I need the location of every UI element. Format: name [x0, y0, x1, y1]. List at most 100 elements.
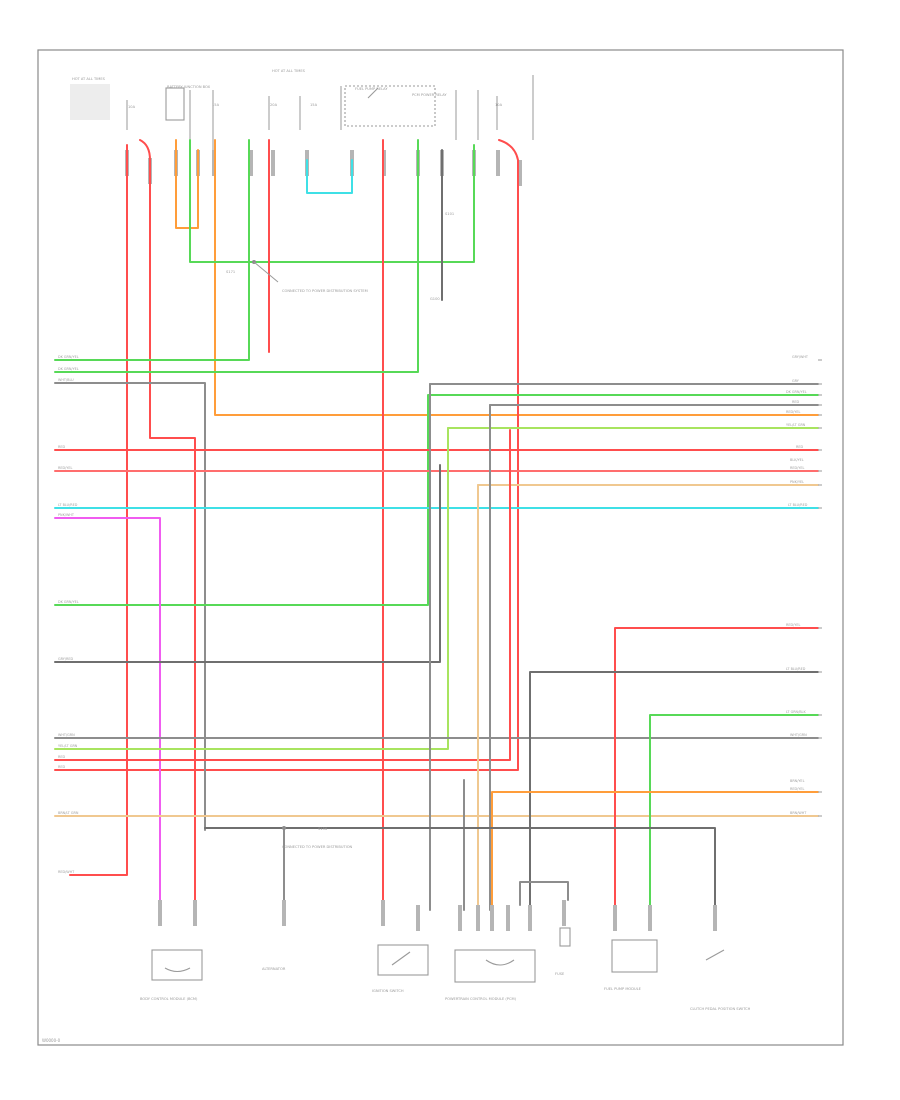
top-connector	[518, 160, 522, 186]
left-wire-label: BRN/LT GRN	[58, 811, 79, 815]
wire-ltgrn-blk	[649, 714, 819, 911]
fuse-2-label: 15A	[212, 103, 220, 107]
splice-s101-label: S101	[445, 212, 454, 216]
wire-brn-white	[204, 827, 716, 911]
splice-s171-leader	[253, 261, 279, 283]
fuse-4-label: 10A	[495, 103, 503, 107]
left-wire-label: PNK/WHT	[58, 513, 75, 517]
fuse-3-label: 20A	[270, 103, 278, 107]
left-wire-label: YEL/LT GRN	[58, 744, 78, 748]
wire-white-blue	[54, 382, 206, 831]
fuel-pump-box	[611, 939, 658, 973]
wire-dkgrn-yel-long	[54, 394, 819, 606]
wire-red-yel-lower	[491, 791, 819, 911]
right-wire-label: LT GRN/BLK	[786, 710, 806, 714]
wire-ltblu-red-right	[529, 671, 819, 911]
fuse-label: FUSE	[555, 972, 565, 976]
left-wire-label: DK GRN/YEL	[58, 600, 79, 604]
right-wire-label: BRN/WHT	[790, 811, 807, 815]
right-wire-label: RED	[792, 400, 799, 404]
bottom-connectors	[158, 900, 717, 931]
bcm-symbol	[164, 967, 191, 973]
fuse-symbol	[559, 927, 571, 947]
ground-g100-label: G100	[430, 297, 440, 301]
clutch-switch-contact	[705, 949, 725, 961]
wire-red-yel-right	[614, 627, 819, 911]
fuse-block-symbol	[165, 87, 185, 121]
top-connector	[249, 150, 253, 176]
battery-junction-box-label: BATTERY JUNCTION BOX	[167, 85, 211, 89]
pcm-symbol	[485, 959, 515, 966]
wire-green-left-2	[54, 139, 419, 373]
right-wire-label: RED/YEL	[790, 787, 804, 791]
wires-top	[54, 139, 819, 911]
hot-at-all-times-center-label: HOT AT ALL TIMES	[272, 69, 306, 73]
right-wire-label: LT BLU/RED	[788, 503, 808, 507]
footer-code: W0000-0	[42, 1038, 61, 1043]
pcm-power-relay-label: PCM POWER RELAY	[412, 93, 447, 97]
left-wire-label: RED/YEL	[58, 466, 72, 470]
wire-red-white	[69, 144, 128, 876]
top-connector	[271, 150, 275, 176]
splice-s171-label: S171	[226, 270, 235, 274]
ignition-switch-contact	[391, 951, 411, 966]
fuel-pump-label: FUEL PUMP MODULE	[604, 987, 642, 991]
left-wire-label: RED	[58, 445, 65, 449]
right-wire-label: BLK/YEL	[790, 458, 804, 462]
left-wire-label: DK GRN/YEL	[58, 367, 79, 371]
left-wire-label: RED	[58, 755, 65, 759]
wire-red-to-pcm	[54, 429, 511, 761]
top-connector	[496, 150, 500, 176]
fuel-pump-relay-label: FUEL PUMP RELAY	[355, 87, 388, 91]
left-wire-label: LT BLU/RED	[58, 503, 78, 507]
right-wire-label: WHT/GRN	[790, 733, 807, 737]
ignition-switch-box	[377, 944, 429, 976]
bottom-components: BODY CONTROL MODULE (BCM) ALTERNATOR IGN…	[140, 881, 751, 1011]
pcm-box	[454, 949, 536, 983]
bcm-box	[151, 949, 203, 981]
wire-red-long	[54, 139, 519, 771]
wires-upper-horizontals	[54, 382, 819, 901]
fuse-link-wire	[519, 881, 569, 906]
relay-switch	[367, 87, 379, 99]
wire-orange-loop	[175, 139, 199, 229]
alternator-label: ALTERNATOR	[262, 967, 286, 971]
relay-housing	[344, 85, 436, 127]
fuse-5-label: 15A	[310, 103, 318, 107]
wire-gray-red	[54, 464, 441, 663]
wire-green-left	[54, 139, 250, 361]
right-wire-label: DK GRN/YEL	[786, 390, 807, 394]
wire-pink-white	[54, 517, 161, 901]
fuse-1-label: 10A	[128, 105, 136, 109]
ignition-switch-label: IGNITION SWITCH	[372, 989, 404, 993]
bcm-label: BODY CONTROL MODULE (BCM)	[140, 997, 198, 1001]
ground-note: CONNECTED TO POWER DISTRIBUTION SYSTEM	[282, 289, 368, 293]
right-wire-label: LT BLU/RED	[786, 667, 806, 671]
wire-orange-horizontal	[214, 139, 819, 416]
pcm-label: POWERTRAIN CONTROL MODULE (PCM)	[445, 997, 517, 1001]
left-wire-label: RED	[58, 765, 65, 769]
right-wire-label: YEL/LT GRN	[786, 423, 806, 427]
right-edge-markers	[818, 359, 822, 817]
right-wire-label: RED/YEL	[786, 410, 800, 414]
left-wire-labels: DK GRN/YEL DK GRN/YEL WHT/BLU RED RED/YE…	[58, 355, 79, 874]
right-wire-label: PNK/YEL	[790, 480, 804, 484]
left-wire-label: WHT/BLU	[58, 378, 74, 382]
right-wire-label: RED/YEL	[786, 623, 800, 627]
clutch-switch-label: CLUTCH PEDAL POSITION SWITCH	[690, 1007, 751, 1011]
top-connectors	[125, 150, 522, 186]
right-wire-label: GRY	[792, 379, 800, 383]
top-left-label-block: HOT AT ALL TIMES 10A BATTERY JUNCTION BO…	[70, 69, 503, 120]
hot-at-all-times-left-label: HOT AT ALL TIMES	[72, 77, 106, 81]
wire-yel-ltgrn	[54, 427, 449, 750]
wire-red-drop	[139, 139, 196, 901]
battery-junction-box-label-block	[70, 84, 110, 120]
left-wire-label: GRY/RED	[58, 657, 73, 661]
diagram-frame	[37, 49, 844, 1046]
left-wire-label: RED/WHT	[58, 870, 75, 874]
splice-s156-dot	[282, 826, 286, 830]
left-wire-label: DK GRN/YEL	[58, 355, 79, 359]
right-wire-label: GRY/WHT	[792, 355, 809, 359]
right-wire-label: RED/YEL	[790, 466, 804, 470]
